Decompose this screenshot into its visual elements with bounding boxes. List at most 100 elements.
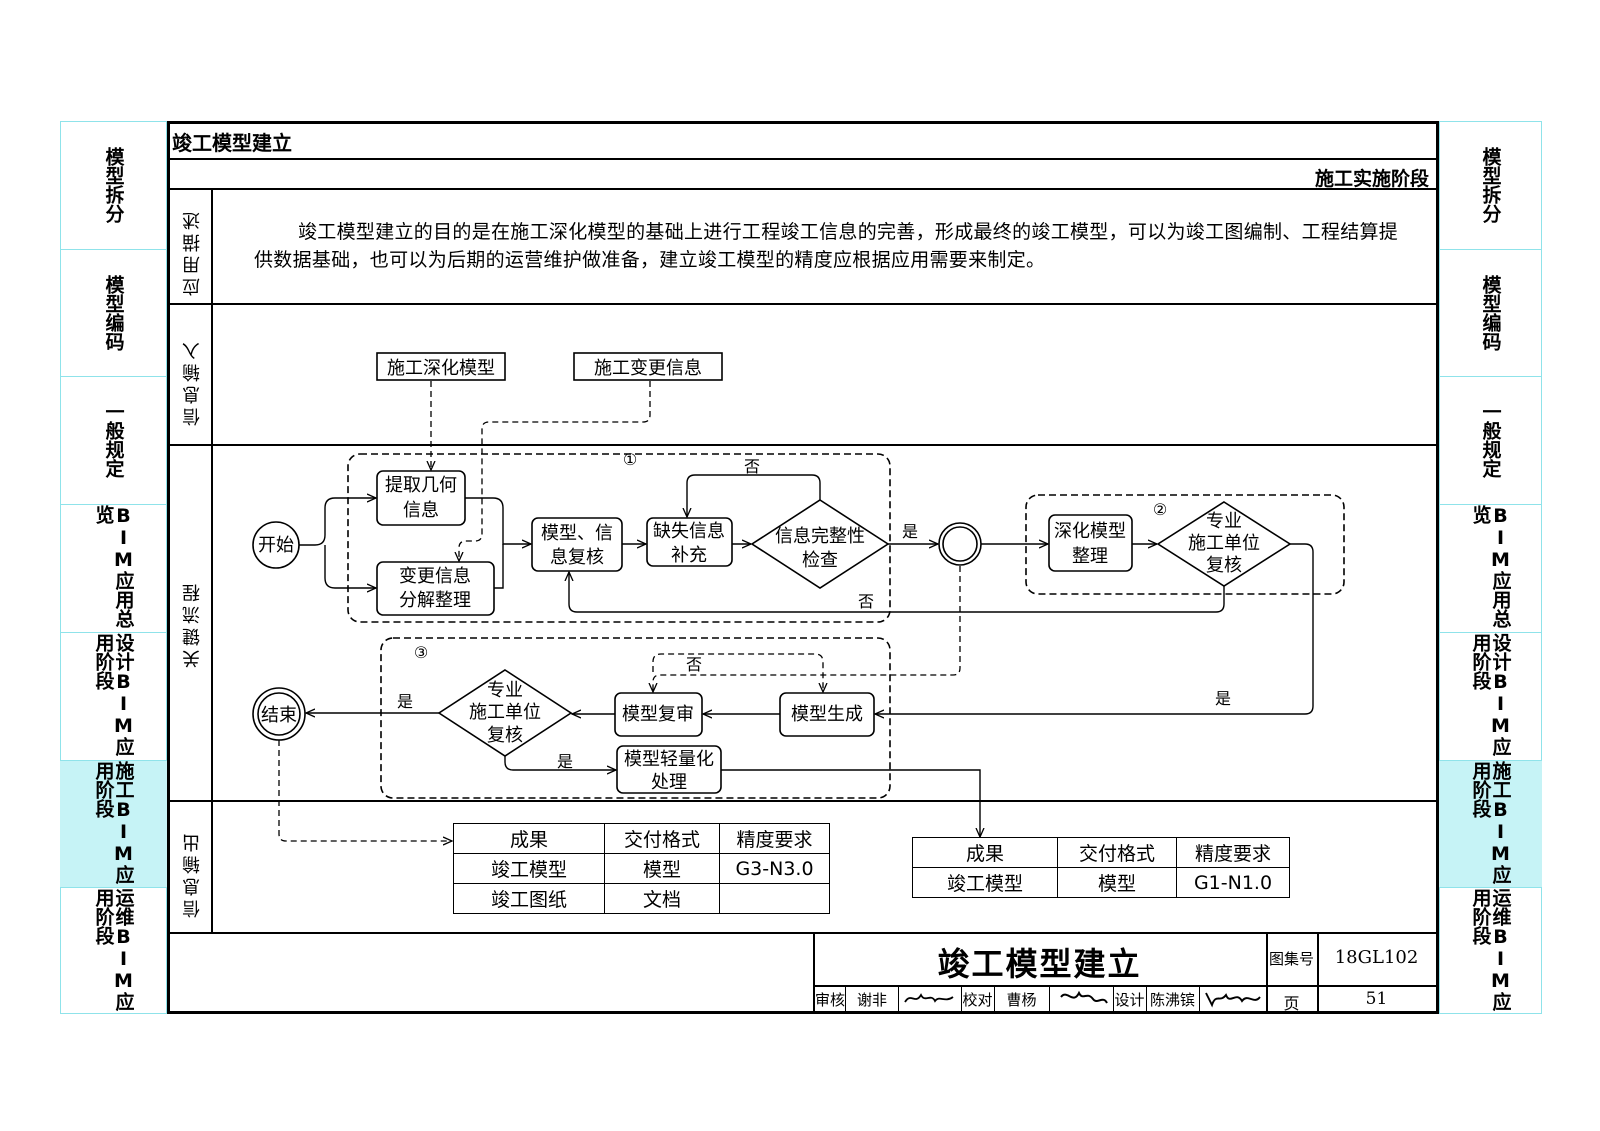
edge-label-yes: 是	[1215, 689, 1231, 708]
input-deepened-model: 施工深化模型	[387, 358, 495, 379]
supplement-line2: 补充	[671, 545, 707, 566]
right-nav-tab-5[interactable]: 施工BIM应用阶段	[1439, 760, 1542, 887]
rereview-label: 模型复审	[622, 704, 694, 725]
left-nav-tab-4[interactable]: 设计BIM应用阶段	[60, 632, 167, 759]
atlas-number: 18GL102	[1334, 947, 1419, 968]
input-box-deepened-model	[376, 352, 506, 381]
table-cell: 竣工模型	[453, 853, 605, 884]
divider	[994, 985, 996, 1011]
table-header: 精度要求	[719, 823, 830, 854]
start-label: 开始	[258, 535, 294, 556]
left-nav-tab-2[interactable]: 一般规定	[60, 376, 167, 503]
left-nav-tab-5[interactable]: 施工BIM应用阶段	[60, 760, 167, 887]
nav-tab-label: 设计BIM应用阶段	[92, 633, 135, 756]
review-line1: 模型、信	[541, 523, 613, 544]
group-2	[1025, 494, 1345, 595]
unit-review2-line1: 专业	[487, 680, 523, 701]
generate-label: 模型生成	[791, 704, 863, 725]
unit-review-line1: 专业	[1206, 511, 1242, 532]
deepen-model-box	[1048, 514, 1133, 572]
divider	[1113, 985, 1115, 1011]
divider	[898, 985, 900, 1011]
audit-signature	[904, 993, 954, 1003]
output-table-2: 成果 交付格式 精度要求 竣工模型 模型 G1-N1.0	[912, 837, 1290, 898]
left-nav-tab-3[interactable]: BIM应用总览	[60, 504, 167, 631]
table-cell: 竣工模型	[912, 867, 1058, 898]
divider	[1317, 933, 1319, 1011]
stage-label: 施工实施阶段	[1314, 168, 1429, 190]
edge-label-yes: 是	[902, 522, 918, 541]
group-3	[380, 637, 891, 799]
left-nav-tab-1[interactable]: 模型编码	[60, 249, 167, 376]
left-nav-tab-0[interactable]: 模型拆分	[60, 121, 167, 248]
audit-label: 审核	[815, 991, 846, 1009]
table-header: 交付格式	[1057, 837, 1177, 868]
review-line2: 息复核	[550, 547, 604, 568]
nav-tab-label: 施工BIM应用阶段	[92, 761, 135, 884]
completeness-check-diamond	[750, 499, 890, 589]
page-label: 页	[1283, 994, 1300, 1013]
divider	[167, 932, 1439, 934]
divider	[167, 800, 1439, 802]
input-box-change-info	[573, 352, 723, 381]
change-line2: 分解整理	[399, 590, 471, 611]
end-label: 结束	[261, 705, 297, 726]
output-table-1: 成果 交付格式 精度要求 竣工模型 模型 G3-N3.0 竣工图纸 文档	[453, 823, 830, 914]
extract-line2: 信息	[403, 500, 439, 521]
edge-label-no: 否	[686, 655, 702, 674]
unit-review2-line3: 复核	[487, 725, 523, 746]
divider	[813, 933, 815, 1011]
table-header: 成果	[453, 823, 605, 854]
merge-node	[938, 522, 982, 566]
check-line1: 信息完整性	[775, 526, 865, 547]
right-nav-tab-2[interactable]: 一般规定	[1439, 376, 1542, 503]
nav-tab-label: 施工BIM应用阶段	[1469, 761, 1512, 884]
right-nav-tab-4[interactable]: 设计BIM应用阶段	[1439, 632, 1542, 759]
right-nav-tab-3[interactable]: BIM应用总览	[1439, 504, 1542, 631]
lightweight-line1: 模型轻量化	[624, 749, 714, 770]
title-block: 竣工模型建立 图集号 18GL102 页 51 审核 谢非 校对 曹杨 设计 陈…	[813, 933, 1436, 1013]
check-name: 曹杨	[1006, 991, 1037, 1009]
label-column-divider	[211, 189, 213, 934]
design-name: 陈沸镔	[1149, 991, 1195, 1009]
change-line1: 变更信息	[399, 566, 471, 587]
merge-node-inner	[942, 526, 978, 562]
nav-tab-label: 设计BIM应用阶段	[1469, 633, 1512, 756]
nav-tab-label: BIM应用总览	[1469, 505, 1512, 628]
marker-3: ③	[414, 643, 428, 662]
edge-label-no: 否	[744, 457, 760, 476]
page-number: 51	[1365, 989, 1388, 1009]
audit-name: 谢非	[856, 991, 887, 1009]
divider	[167, 158, 1439, 160]
nav-tab-label: 一般规定	[102, 402, 125, 478]
divider	[845, 985, 847, 1011]
end-node-inner	[257, 692, 301, 736]
input-change-info: 施工变更信息	[594, 358, 702, 379]
edge-label-yes: 是	[557, 752, 573, 771]
unit-review-line2: 施工单位	[1188, 533, 1260, 554]
table-cell: 模型	[604, 853, 720, 884]
extract-line1: 提取几何	[385, 475, 457, 496]
nav-tab-label: BIM应用总览	[92, 505, 135, 628]
right-nav-tab-6[interactable]: 运维BIM应用阶段	[1439, 887, 1542, 1013]
table-cell: 文档	[604, 883, 720, 914]
left-nav-tab-6[interactable]: 运维BIM应用阶段	[60, 887, 167, 1013]
right-nav-tab-1[interactable]: 模型编码	[1439, 249, 1542, 376]
supplement-line1: 缺失信息	[653, 521, 725, 542]
title-block-title: 竣工模型建立	[937, 945, 1142, 983]
right-nav-tab-0[interactable]: 模型拆分	[1439, 121, 1542, 248]
edge-label-yes: 是	[397, 692, 413, 711]
lightweight-line2: 处理	[651, 772, 687, 793]
design-label: 设计	[1114, 991, 1145, 1009]
divider	[961, 985, 963, 1011]
nav-tab-label: 一般规定	[1479, 402, 1502, 478]
table-header: 精度要求	[1176, 837, 1290, 868]
divider	[1049, 985, 1051, 1011]
marker-2: ②	[1153, 500, 1167, 519]
divider	[813, 985, 1436, 987]
table-header: 成果	[912, 837, 1058, 868]
divider	[1146, 985, 1148, 1011]
table-cell: G1-N1.0	[1176, 867, 1290, 898]
table-header: 交付格式	[604, 823, 720, 854]
table-cell: G3-N3.0	[719, 853, 830, 884]
